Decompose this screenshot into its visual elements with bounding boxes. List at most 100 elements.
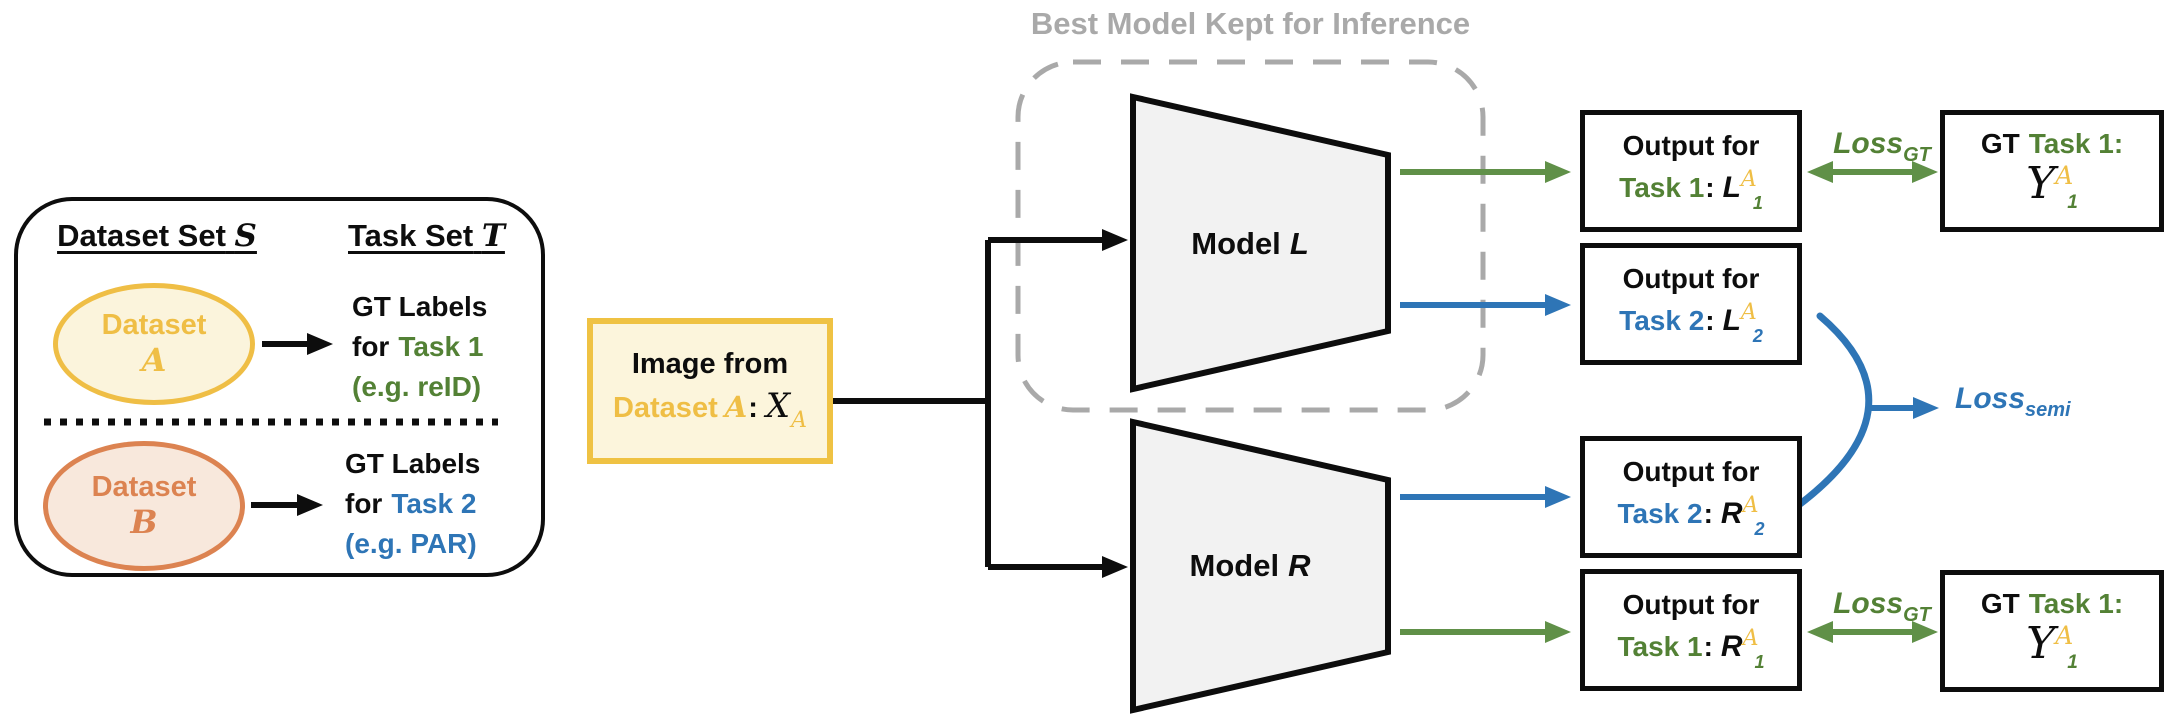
image-box-dataset-word: Dataset	[612, 392, 718, 425]
gt-bottom-variable: Y	[2026, 617, 2056, 669]
gt-bottom-prefix: GT	[1980, 588, 2020, 620]
dataset-set-header-label: Dataset Set	[57, 218, 226, 253]
gt-top-formula: YA1	[2026, 161, 2078, 215]
output-box-l-task2: Output for Task 2:LA2	[1580, 243, 1802, 365]
gt-labels-task1-line3: (e.g. reID)	[352, 371, 482, 402]
gt-labels-task1-line2: for Task 1	[352, 327, 487, 367]
dataset-b-label: Dataset	[91, 470, 197, 503]
model-l-prefix: Model	[1191, 226, 1281, 261]
model-r-prefix: Model	[1189, 548, 1280, 583]
output-r1-subscript: 1	[1754, 651, 1765, 672]
loss-gt-top-subscript: GT	[1903, 144, 1931, 166]
gt-top-task: Task 1:	[2028, 128, 2124, 160]
dataset-set-symbol: S	[234, 218, 257, 254]
gt-labels-task1: GT Labels for Task 1 (e.g. reID)	[352, 287, 487, 407]
loss-semi-label: Losssemi	[1955, 382, 2071, 422]
image-box-dataset-symbol: A	[724, 390, 748, 425]
output-r2-line2: Task 2:RA2	[1618, 491, 1765, 541]
model-r-trapezoid	[1130, 418, 1391, 714]
output-l1-variable: L	[1722, 170, 1741, 204]
model-l-trapezoid	[1130, 93, 1391, 393]
output-r1-line2: Task 1:RA1	[1618, 624, 1765, 674]
gt-top-superscript: A	[2055, 160, 2074, 190]
gt-labels-task2-line2: for Task 2	[345, 484, 480, 524]
task-set-header-label: Task Set	[348, 218, 474, 253]
gt-top-prefix: GT	[1980, 128, 2020, 160]
dataset-a-label: Dataset	[101, 308, 207, 341]
task1-name: Task 1	[398, 331, 484, 362]
inference-title: Best Model Kept for Inference	[1030, 6, 1471, 41]
dataset-a-ellipse: Dataset A	[53, 283, 255, 405]
output-r2-task: Task 2	[1617, 497, 1703, 529]
loss-semi-name: Loss	[1955, 382, 2026, 415]
output-l1-task: Task 1	[1619, 171, 1705, 203]
output-l2-superscript: A	[1740, 299, 1757, 325]
dataset-b-symbol: B	[130, 503, 158, 542]
gt-top-subscript: 1	[2067, 191, 2078, 213]
gt-bottom-superscript: A	[2055, 620, 2074, 650]
output-l1-superscript: A	[1740, 166, 1757, 192]
output-l1-subscript: 1	[1752, 192, 1763, 213]
gt-labels-task2-line3: (e.g. PAR)	[345, 528, 477, 559]
task-set-header: Task Set T	[348, 218, 505, 254]
gt-labels-task1-line1: GT Labels	[352, 291, 488, 322]
dataset-b-ellipse: Dataset B	[43, 441, 245, 571]
task1-for: for	[352, 331, 390, 362]
task-set-symbol: T	[481, 218, 505, 254]
output-r1-superscript: A	[1742, 625, 1759, 651]
loss-gt-bottom-label: LossGT	[1822, 587, 1942, 627]
output-r2-superscript: A	[1742, 492, 1759, 518]
loss-gt-bottom-subscript: GT	[1903, 604, 1931, 626]
output-r1-task: Task 1	[1617, 630, 1703, 662]
output-r1-variable: R	[1720, 629, 1743, 663]
loss-semi-subscript: semi	[2025, 399, 2071, 421]
loss-semi-brace	[1788, 312, 1873, 514]
image-variable: X	[765, 386, 791, 427]
image-box-colon: :	[748, 392, 758, 425]
loss-gt-bottom-name: Loss	[1833, 587, 1904, 620]
output-l2-subscript: 2	[1752, 325, 1763, 346]
dataset-panel	[14, 197, 545, 577]
output-r2-colon: :	[1703, 497, 1713, 529]
loss-gt-top-label: LossGT	[1822, 127, 1942, 167]
task2-name: Task 2	[391, 488, 477, 519]
output-r1-line1: Output for	[1622, 588, 1760, 620]
gt-bottom-subscript: 1	[2067, 651, 2078, 673]
model-l-name: L	[1289, 226, 1309, 261]
loss-gt-top-name: Loss	[1833, 127, 1904, 160]
task2-for: for	[345, 488, 383, 519]
output-l2-task: Task 2	[1619, 304, 1705, 336]
output-r2-subscript: 2	[1754, 518, 1765, 539]
gt-labels-task2-line1: GT Labels	[345, 448, 481, 479]
image-box-line1: Image from	[631, 348, 789, 381]
output-box-r-task2: Output for Task 2:RA2	[1580, 436, 1802, 558]
output-r1-colon: :	[1703, 630, 1713, 662]
output-l2-line2: Task 2:LA2	[1619, 298, 1763, 348]
model-r-name: R	[1288, 548, 1311, 583]
output-l1-colon: :	[1705, 171, 1715, 203]
output-l2-variable: L	[1722, 303, 1741, 337]
output-l1-line2: Task 1:LA1	[1619, 165, 1763, 215]
dataset-set-header: Dataset Set S	[52, 218, 262, 254]
image-variable-subscript: A	[791, 408, 808, 434]
output-box-l-task1: Output for Task 1:LA1	[1580, 110, 1802, 232]
gt-labels-task2: GT Labels for Task 2 (e.g. PAR)	[345, 444, 480, 564]
output-r2-line1: Output for	[1622, 455, 1760, 487]
output-l1-line1: Output for	[1622, 129, 1760, 161]
gt-top-variable: Y	[2026, 157, 2056, 209]
output-l2-colon: :	[1705, 304, 1715, 336]
output-r2-variable: R	[1720, 496, 1743, 530]
gt-bottom-formula: YA1	[2026, 621, 2078, 675]
gt-bottom-task: Task 1:	[2028, 588, 2124, 620]
dataset-a-symbol: A	[141, 341, 167, 380]
